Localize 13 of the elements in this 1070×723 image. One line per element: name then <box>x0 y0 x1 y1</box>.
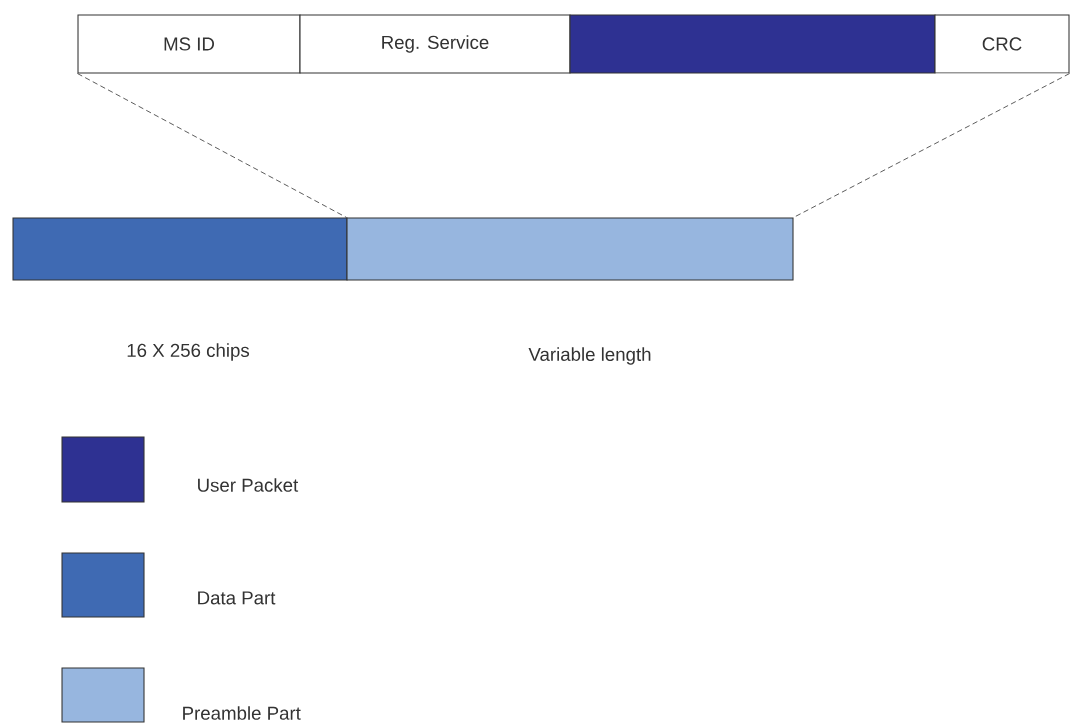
packet-segment <box>346 217 794 281</box>
packet-segment <box>569 14 936 74</box>
field-box: CRC <box>934 14 1070 74</box>
dashed-line <box>77 73 347 218</box>
dashed-line <box>793 73 1070 218</box>
field-box: Reg. Service <box>299 14 571 74</box>
packet-segment <box>12 217 348 281</box>
length-label: Variable length <box>528 347 651 365</box>
legend-label: Data Part <box>198 591 276 605</box>
legend-label: User Packet <box>198 478 299 492</box>
length-label: 16 X 256 chips <box>127 343 250 361</box>
legend-label: Preamble Part <box>183 706 301 720</box>
field-box: MS ID <box>77 14 301 74</box>
